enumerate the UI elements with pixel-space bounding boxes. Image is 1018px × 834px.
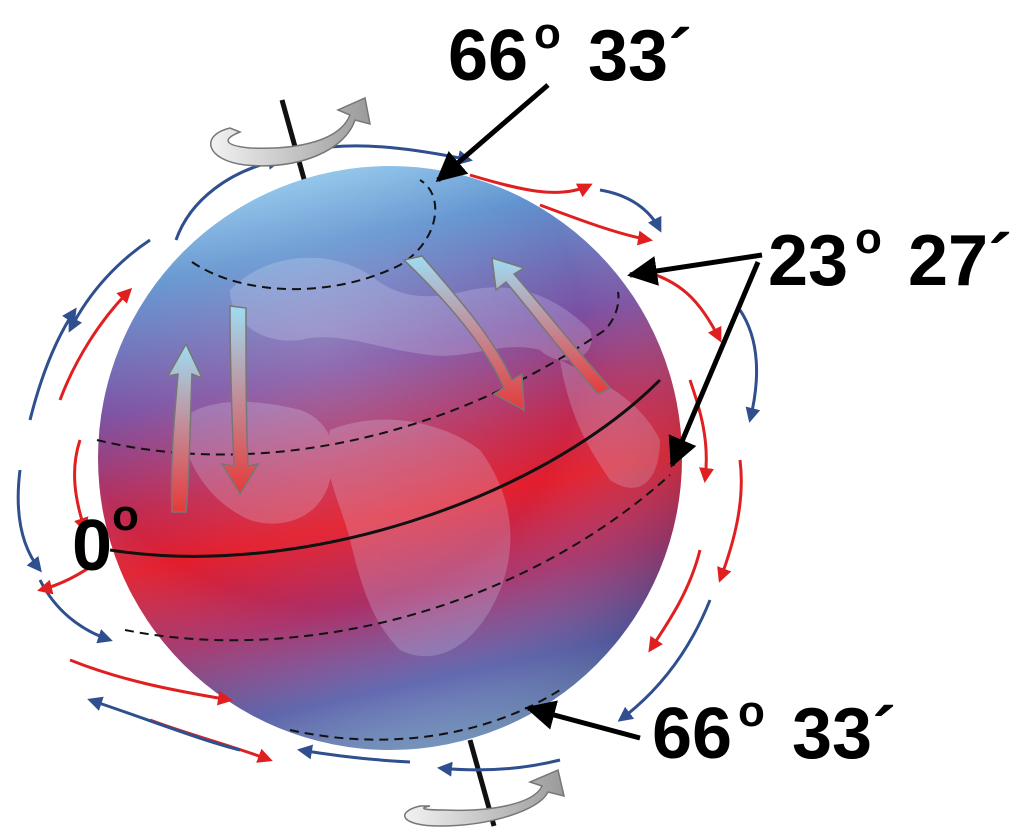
label-equator: 0 o [72,491,139,586]
circulation-arrows [166,255,612,513]
tropic-south-line [124,474,671,642]
circulation-arrow-icon [402,255,525,412]
label-arctic-bottom-deg: 66 [652,694,732,774]
label-tropic-min: 27´ [908,221,1012,301]
arctic-circle-line [191,179,437,290]
circulation-arrow-icon [491,256,612,395]
pointer-arrow-icon [668,261,761,468]
rotation-arrow-icon [210,96,371,167]
pointer-arrow-icon [627,252,763,286]
tropic-north-line [96,291,620,456]
label-arctic-bottom: 66 o 33´ [652,687,896,774]
label-tropic-sup: o [855,214,882,263]
label-tropic-deg: 23 [768,221,848,301]
circulation-arrow-icon [220,305,260,496]
pointer-arrow-icon [525,700,641,741]
rotation-arrow-top [210,96,371,167]
label-equator-deg: 0 [72,506,112,586]
circulation-arrow-icon [166,342,204,513]
equator-line [109,378,662,558]
rotation-arrow-icon [404,768,566,827]
label-arctic-top: 66 o 33´ [448,9,692,96]
label-equator-sup: o [112,491,139,540]
rotation-arrow-bottom [404,768,566,827]
label-arctic-top-deg: 66 [448,16,528,96]
label-arctic-top-min: 33´ [588,16,692,96]
label-arctic-top-sup: o [534,9,561,58]
pointer-arrow-icon [435,83,550,182]
label-tropic: 23 o 27´ [768,214,1012,301]
label-arctic-bottom-min: 33´ [792,694,896,774]
label-arctic-bottom-sup: o [738,687,765,736]
pointer-arrows [435,83,763,741]
